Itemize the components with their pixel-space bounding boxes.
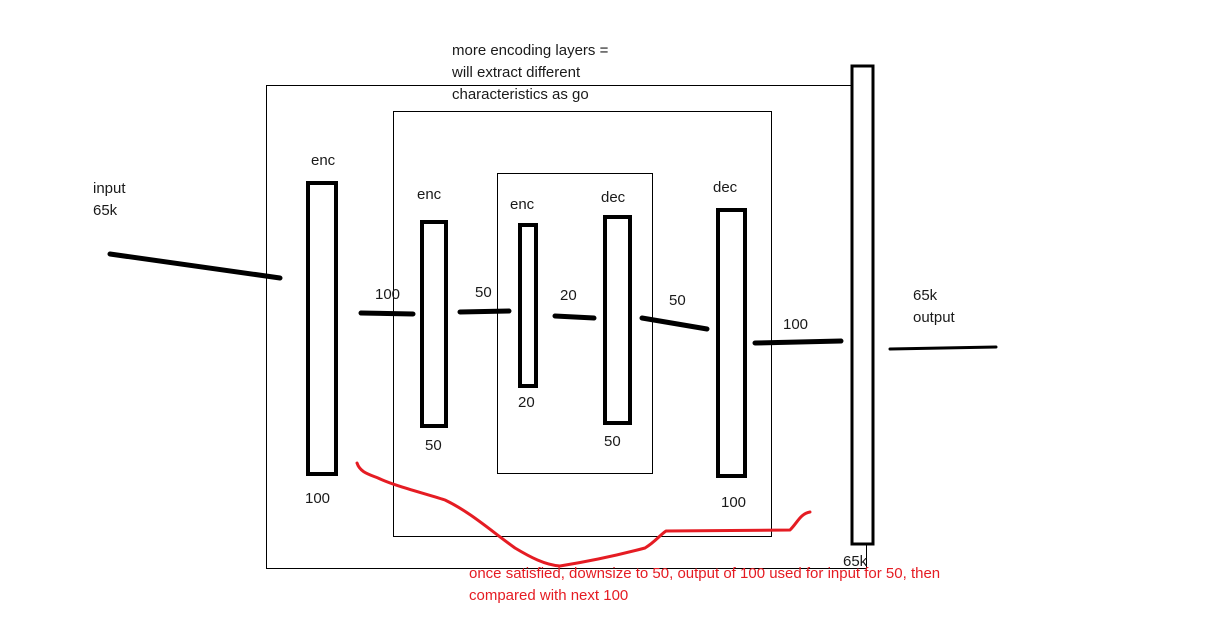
output-label-line-2: output — [913, 309, 955, 326]
input-label-line-2: 65k — [93, 202, 118, 219]
input-label: input 65k — [93, 178, 126, 222]
output-layer-bar — [850, 64, 875, 546]
enc1-title: enc — [311, 152, 336, 169]
enc1-layer-bar — [306, 181, 338, 476]
connection-stroke-100b — [752, 338, 844, 346]
dec1-layer-bar — [603, 215, 632, 425]
inner-box — [497, 173, 653, 474]
connection-stroke-50 — [457, 308, 512, 315]
connection-label-100: 100 — [375, 286, 401, 303]
dec1-title: dec — [601, 189, 626, 206]
enc1-size: 100 — [305, 490, 331, 507]
connection-label-50b: 50 — [669, 292, 686, 309]
top-note: more encoding layers = will extract diff… — [452, 40, 608, 106]
enc2-layer-bar — [420, 220, 448, 428]
input-stroke — [107, 251, 283, 281]
enc3-layer-bar — [518, 223, 538, 388]
top-note-line-2: will extract different — [452, 64, 581, 81]
dec2-layer-bar — [716, 208, 747, 478]
input-label-line-1: input — [93, 180, 126, 197]
enc2-size: 50 — [425, 437, 442, 454]
dec1-size: 50 — [604, 433, 621, 450]
bottom-note-line-2: compared with next 100 — [469, 587, 629, 604]
outer-box — [266, 85, 867, 569]
enc2-title: enc — [417, 186, 442, 203]
connection-stroke-50b — [639, 315, 710, 332]
connection-label-100b: 100 — [783, 316, 809, 333]
connection-label-50: 50 — [475, 284, 492, 301]
enc3-title: enc — [510, 196, 535, 213]
bottom-note-line-1: once satisfied, downsize to 50, output o… — [469, 565, 941, 582]
top-note-line-3: characteristics as go — [452, 86, 589, 103]
enc3-size: 20 — [518, 394, 535, 411]
connection-stroke-100 — [358, 310, 416, 317]
middle-box — [393, 111, 772, 537]
bottom-note: once satisfied, downsize to 50, output o… — [469, 563, 940, 607]
output-label: 65k output — [913, 285, 955, 329]
dec2-size: 100 — [721, 494, 747, 511]
connection-label-20: 20 — [560, 287, 577, 304]
annotation-curve — [355, 461, 812, 568]
top-note-line-1: more encoding layers = — [452, 42, 609, 59]
connection-stroke-20 — [552, 313, 597, 321]
output-label-line-1: 65k — [913, 287, 938, 304]
dec2-title: dec — [713, 179, 738, 196]
output-stroke — [888, 345, 998, 351]
output-layer-size: 65k — [843, 553, 868, 570]
